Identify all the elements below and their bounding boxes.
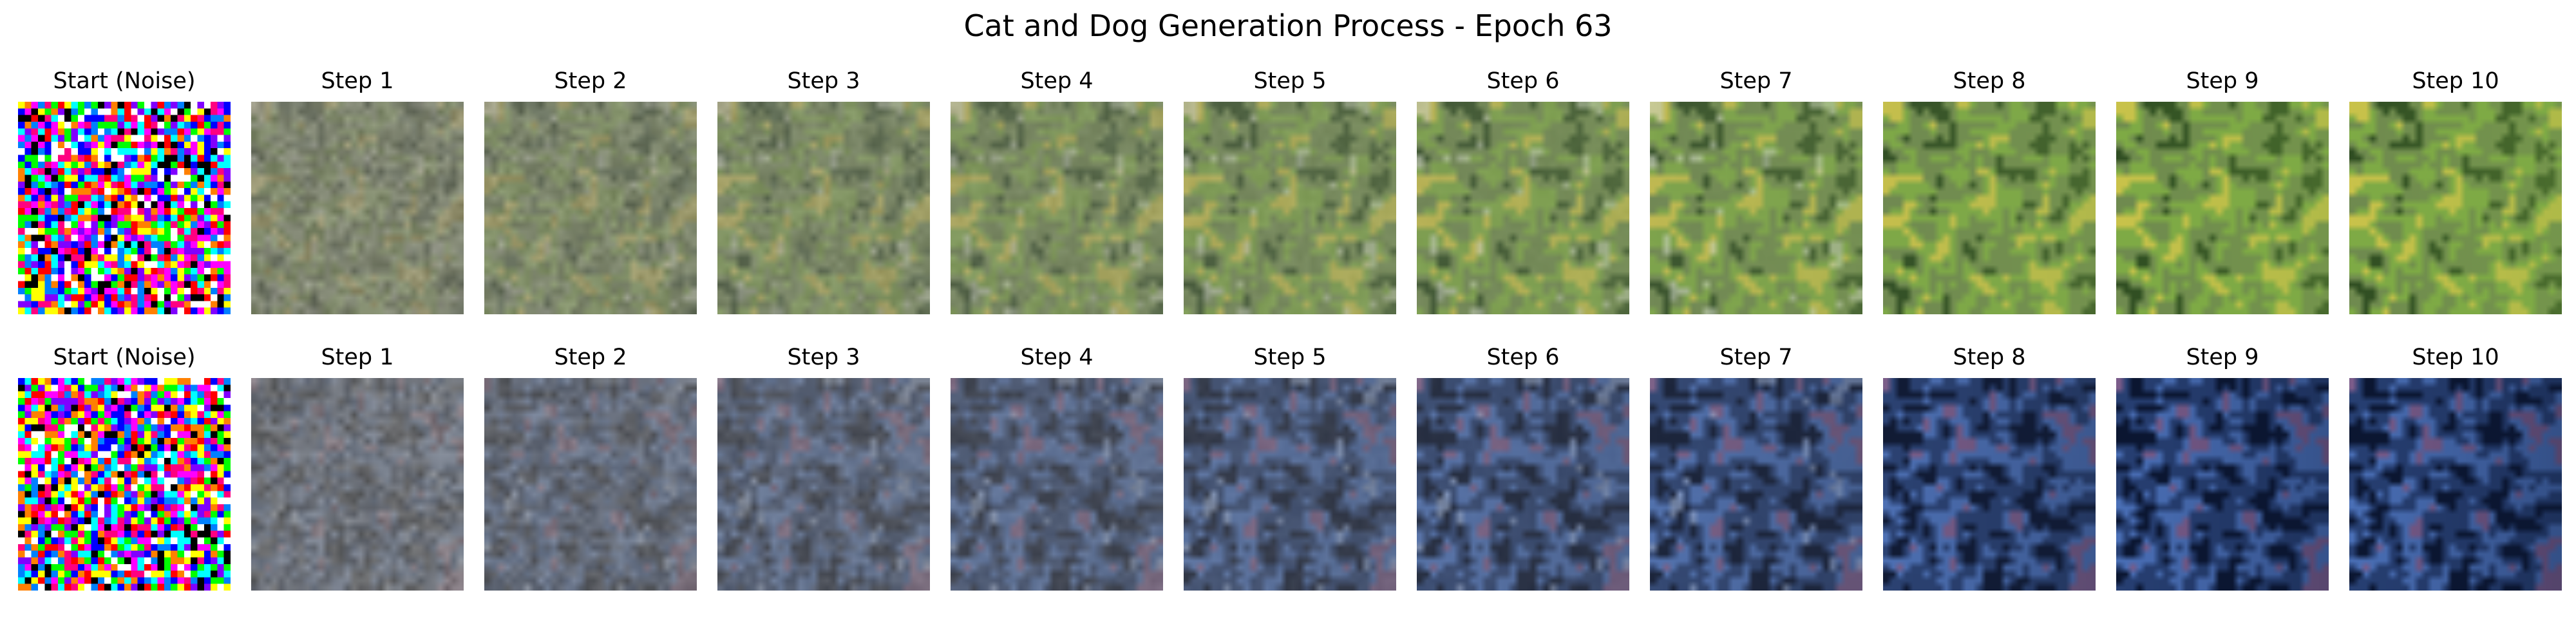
panel-title: Step 6 xyxy=(1486,68,1560,94)
panel-title: Step 3 xyxy=(787,68,860,94)
generated-image xyxy=(2116,378,2329,591)
panel-row1-step-4: Step 4 xyxy=(951,67,1163,314)
panel-row2-step-6: Step 6 xyxy=(1417,343,1629,591)
panel-row1-step-3: Step 3 xyxy=(717,67,930,314)
panel-row2-step-9: Step 9 xyxy=(2116,343,2329,591)
panel-title: Step 1 xyxy=(321,345,394,370)
panel-title: Start (Noise) xyxy=(53,68,196,94)
panel-title: Step 9 xyxy=(2186,68,2259,94)
generated-image xyxy=(484,102,697,314)
panel-row1-step-5: Step 5 xyxy=(1184,67,1396,314)
generated-image xyxy=(251,378,464,591)
generated-image xyxy=(1883,102,2096,314)
panel-row2-step-7: Step 7 xyxy=(1650,343,1862,591)
noise-image xyxy=(18,102,231,314)
panel-title: Step 2 xyxy=(554,68,627,94)
panel-row1-step-9: Step 9 xyxy=(2116,67,2329,314)
generated-image xyxy=(2349,102,2562,314)
panel-row1-step-6: Step 6 xyxy=(1417,67,1629,314)
panel-title: Step 3 xyxy=(787,345,860,370)
generated-image xyxy=(951,378,1163,591)
panel-row2-step-3: Step 3 xyxy=(717,343,930,591)
panel-row1-step-8: Step 8 xyxy=(1883,67,2096,314)
noise-image xyxy=(18,378,231,591)
generated-image xyxy=(951,102,1163,314)
generated-image xyxy=(1417,102,1629,314)
panel-row2-start: Start (Noise) xyxy=(18,343,231,591)
panel-title: Step 8 xyxy=(1953,68,2026,94)
generated-image xyxy=(1883,378,2096,591)
generated-image xyxy=(1184,378,1396,591)
panel-row2-step-2: Step 2 xyxy=(484,343,697,591)
generated-image xyxy=(1650,102,1862,314)
panel-title: Step 2 xyxy=(554,345,627,370)
panel-title: Step 10 xyxy=(2412,345,2499,370)
panel-title: Step 4 xyxy=(1020,345,1094,370)
panel-row2-step-1: Step 1 xyxy=(251,343,464,591)
generated-image xyxy=(1650,378,1862,591)
panel-title: Step 5 xyxy=(1253,68,1327,94)
panel-row1-step-10: Step 10 xyxy=(2349,67,2562,314)
panel-title: Step 7 xyxy=(1719,345,1793,370)
generated-image xyxy=(717,378,930,591)
figure-title: Cat and Dog Generation Process - Epoch 6… xyxy=(963,8,1613,43)
panel-title: Step 9 xyxy=(2186,345,2259,370)
generated-image xyxy=(484,378,697,591)
panel-title: Step 7 xyxy=(1719,68,1793,94)
panel-title: Step 10 xyxy=(2412,68,2499,94)
panel-title: Step 4 xyxy=(1020,68,1094,94)
generated-image xyxy=(2349,378,2562,591)
generated-image xyxy=(1184,102,1396,314)
generated-image xyxy=(1417,378,1629,591)
panel-title: Step 1 xyxy=(321,68,394,94)
panel-row1-step-1: Step 1 xyxy=(251,67,464,314)
panel-title: Step 8 xyxy=(1953,345,2026,370)
generated-image xyxy=(717,102,930,314)
generated-image xyxy=(251,102,464,314)
panel-title: Step 6 xyxy=(1486,345,1560,370)
panel-row2-step-8: Step 8 xyxy=(1883,343,2096,591)
panel-title: Start (Noise) xyxy=(53,345,196,370)
panel-row1-start: Start (Noise) xyxy=(18,67,231,314)
generated-image xyxy=(2116,102,2329,314)
panel-row2-step-5: Step 5 xyxy=(1184,343,1396,591)
panel-title: Step 5 xyxy=(1253,345,1327,370)
panel-row2-step-4: Step 4 xyxy=(951,343,1163,591)
panel-row2-step-10: Step 10 xyxy=(2349,343,2562,591)
panel-row1-step-7: Step 7 xyxy=(1650,67,1862,314)
panel-row1-step-2: Step 2 xyxy=(484,67,697,314)
